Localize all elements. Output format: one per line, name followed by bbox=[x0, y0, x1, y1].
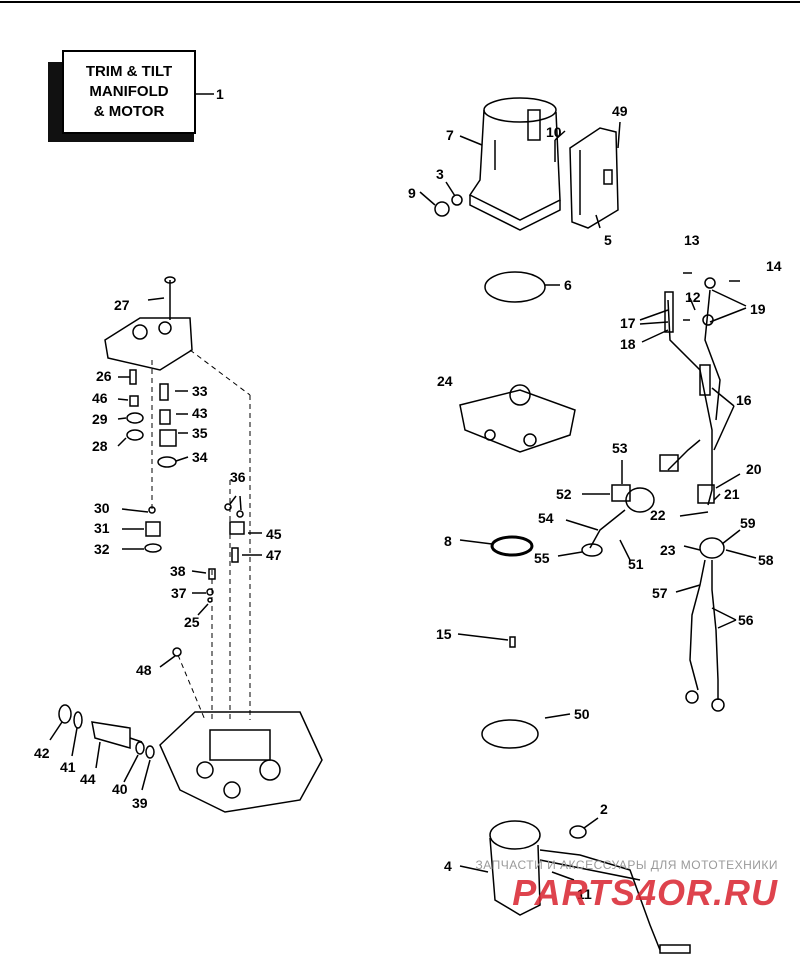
callout-26: 26 bbox=[96, 368, 112, 384]
callout-23: 23 bbox=[660, 542, 676, 558]
callout-36: 36 bbox=[230, 469, 246, 485]
callout-19: 19 bbox=[750, 301, 766, 317]
callout-3: 3 bbox=[436, 166, 444, 182]
callout-21: 21 bbox=[724, 486, 740, 502]
callout-2: 2 bbox=[600, 801, 608, 817]
callout-33: 33 bbox=[192, 383, 208, 399]
callout-35: 35 bbox=[192, 425, 208, 441]
callout-59: 59 bbox=[740, 515, 756, 531]
callout-50: 50 bbox=[574, 706, 590, 722]
callout-13: 13 bbox=[684, 232, 700, 248]
callout-49: 49 bbox=[612, 103, 628, 119]
gasket-50 bbox=[481, 719, 539, 749]
callout-48: 48 bbox=[136, 662, 152, 678]
callout-43: 43 bbox=[192, 405, 208, 421]
callout-17: 17 bbox=[620, 315, 636, 331]
manifold-base bbox=[159, 711, 323, 813]
callout-38: 38 bbox=[170, 563, 186, 579]
callout-45: 45 bbox=[266, 526, 282, 542]
watermark-tagline: ЗАПЧАСТИ И АКСЕССУАРЫ ДЛЯ МОТОТЕХНИКИ bbox=[475, 858, 778, 872]
callout-32: 32 bbox=[94, 541, 110, 557]
callout-24: 24 bbox=[437, 373, 453, 389]
pump bbox=[459, 384, 576, 453]
callout-28: 28 bbox=[92, 438, 108, 454]
callout-47: 47 bbox=[266, 547, 282, 563]
manifold-cover bbox=[104, 276, 193, 371]
o-ring-6 bbox=[484, 271, 546, 303]
callout-20: 20 bbox=[746, 461, 762, 477]
title-box-shadow bbox=[48, 62, 62, 142]
callout-53: 53 bbox=[612, 440, 628, 456]
callout-46: 46 bbox=[92, 390, 108, 406]
callout-22: 22 bbox=[650, 507, 666, 523]
callout-1: 1 bbox=[216, 86, 224, 102]
callout-6: 6 bbox=[564, 277, 572, 293]
callout-52: 52 bbox=[556, 486, 572, 502]
callout-54: 54 bbox=[538, 510, 554, 526]
tilt-sender bbox=[581, 484, 655, 557]
callout-39: 39 bbox=[132, 795, 148, 811]
callout-56: 56 bbox=[738, 612, 754, 628]
title-line-3: & MOTOR bbox=[93, 103, 165, 120]
callout-8: 8 bbox=[444, 533, 452, 549]
callout-11: 11 bbox=[577, 886, 592, 902]
callout-30: 30 bbox=[94, 500, 110, 516]
callout-25: 25 bbox=[184, 614, 200, 630]
callout-14: 14 bbox=[766, 258, 782, 274]
spring-26 bbox=[129, 369, 137, 385]
callout-16: 16 bbox=[736, 392, 752, 408]
callout-40: 40 bbox=[112, 781, 128, 797]
callout-9: 9 bbox=[408, 185, 416, 201]
reservoir-cover bbox=[468, 97, 561, 231]
callout-18: 18 bbox=[620, 336, 636, 352]
wiring-harness bbox=[659, 277, 721, 506]
title-line-1: TRIM & TILT bbox=[85, 63, 173, 80]
circuit-breaker bbox=[569, 127, 619, 229]
callout-5: 5 bbox=[604, 232, 612, 248]
callout-12: 12 bbox=[685, 289, 701, 305]
callout-34: 34 bbox=[192, 449, 208, 465]
callout-55: 55 bbox=[534, 550, 550, 566]
callout-57: 57 bbox=[652, 585, 668, 601]
callout-41: 41 bbox=[60, 759, 76, 775]
switch-harness bbox=[685, 537, 725, 712]
motor bbox=[489, 820, 691, 954]
callout-29: 29 bbox=[92, 411, 108, 427]
callout-58: 58 bbox=[758, 552, 774, 568]
callout-31: 31 bbox=[94, 520, 110, 536]
callout-15: 15 bbox=[436, 626, 452, 642]
callout-27: 27 bbox=[114, 297, 130, 313]
callout-51: 51 bbox=[628, 556, 644, 572]
callout-42: 42 bbox=[34, 745, 50, 761]
callout-10: 10 bbox=[546, 124, 562, 140]
title-box: TRIM & TILT MANIFOLD & MOTOR bbox=[62, 50, 196, 134]
callout-44: 44 bbox=[80, 771, 96, 787]
callout-37: 37 bbox=[171, 585, 187, 601]
watermark-logo: PARTS4OR.RU bbox=[512, 872, 778, 913]
title-line-2: MANIFOLD bbox=[89, 83, 169, 100]
watermark: ЗАПЧАСТИ И АКСЕССУАРЫ ДЛЯ МОТОТЕХНИКИ PA… bbox=[476, 858, 778, 914]
callout-4: 4 bbox=[444, 858, 452, 874]
callout-7: 7 bbox=[446, 127, 454, 143]
